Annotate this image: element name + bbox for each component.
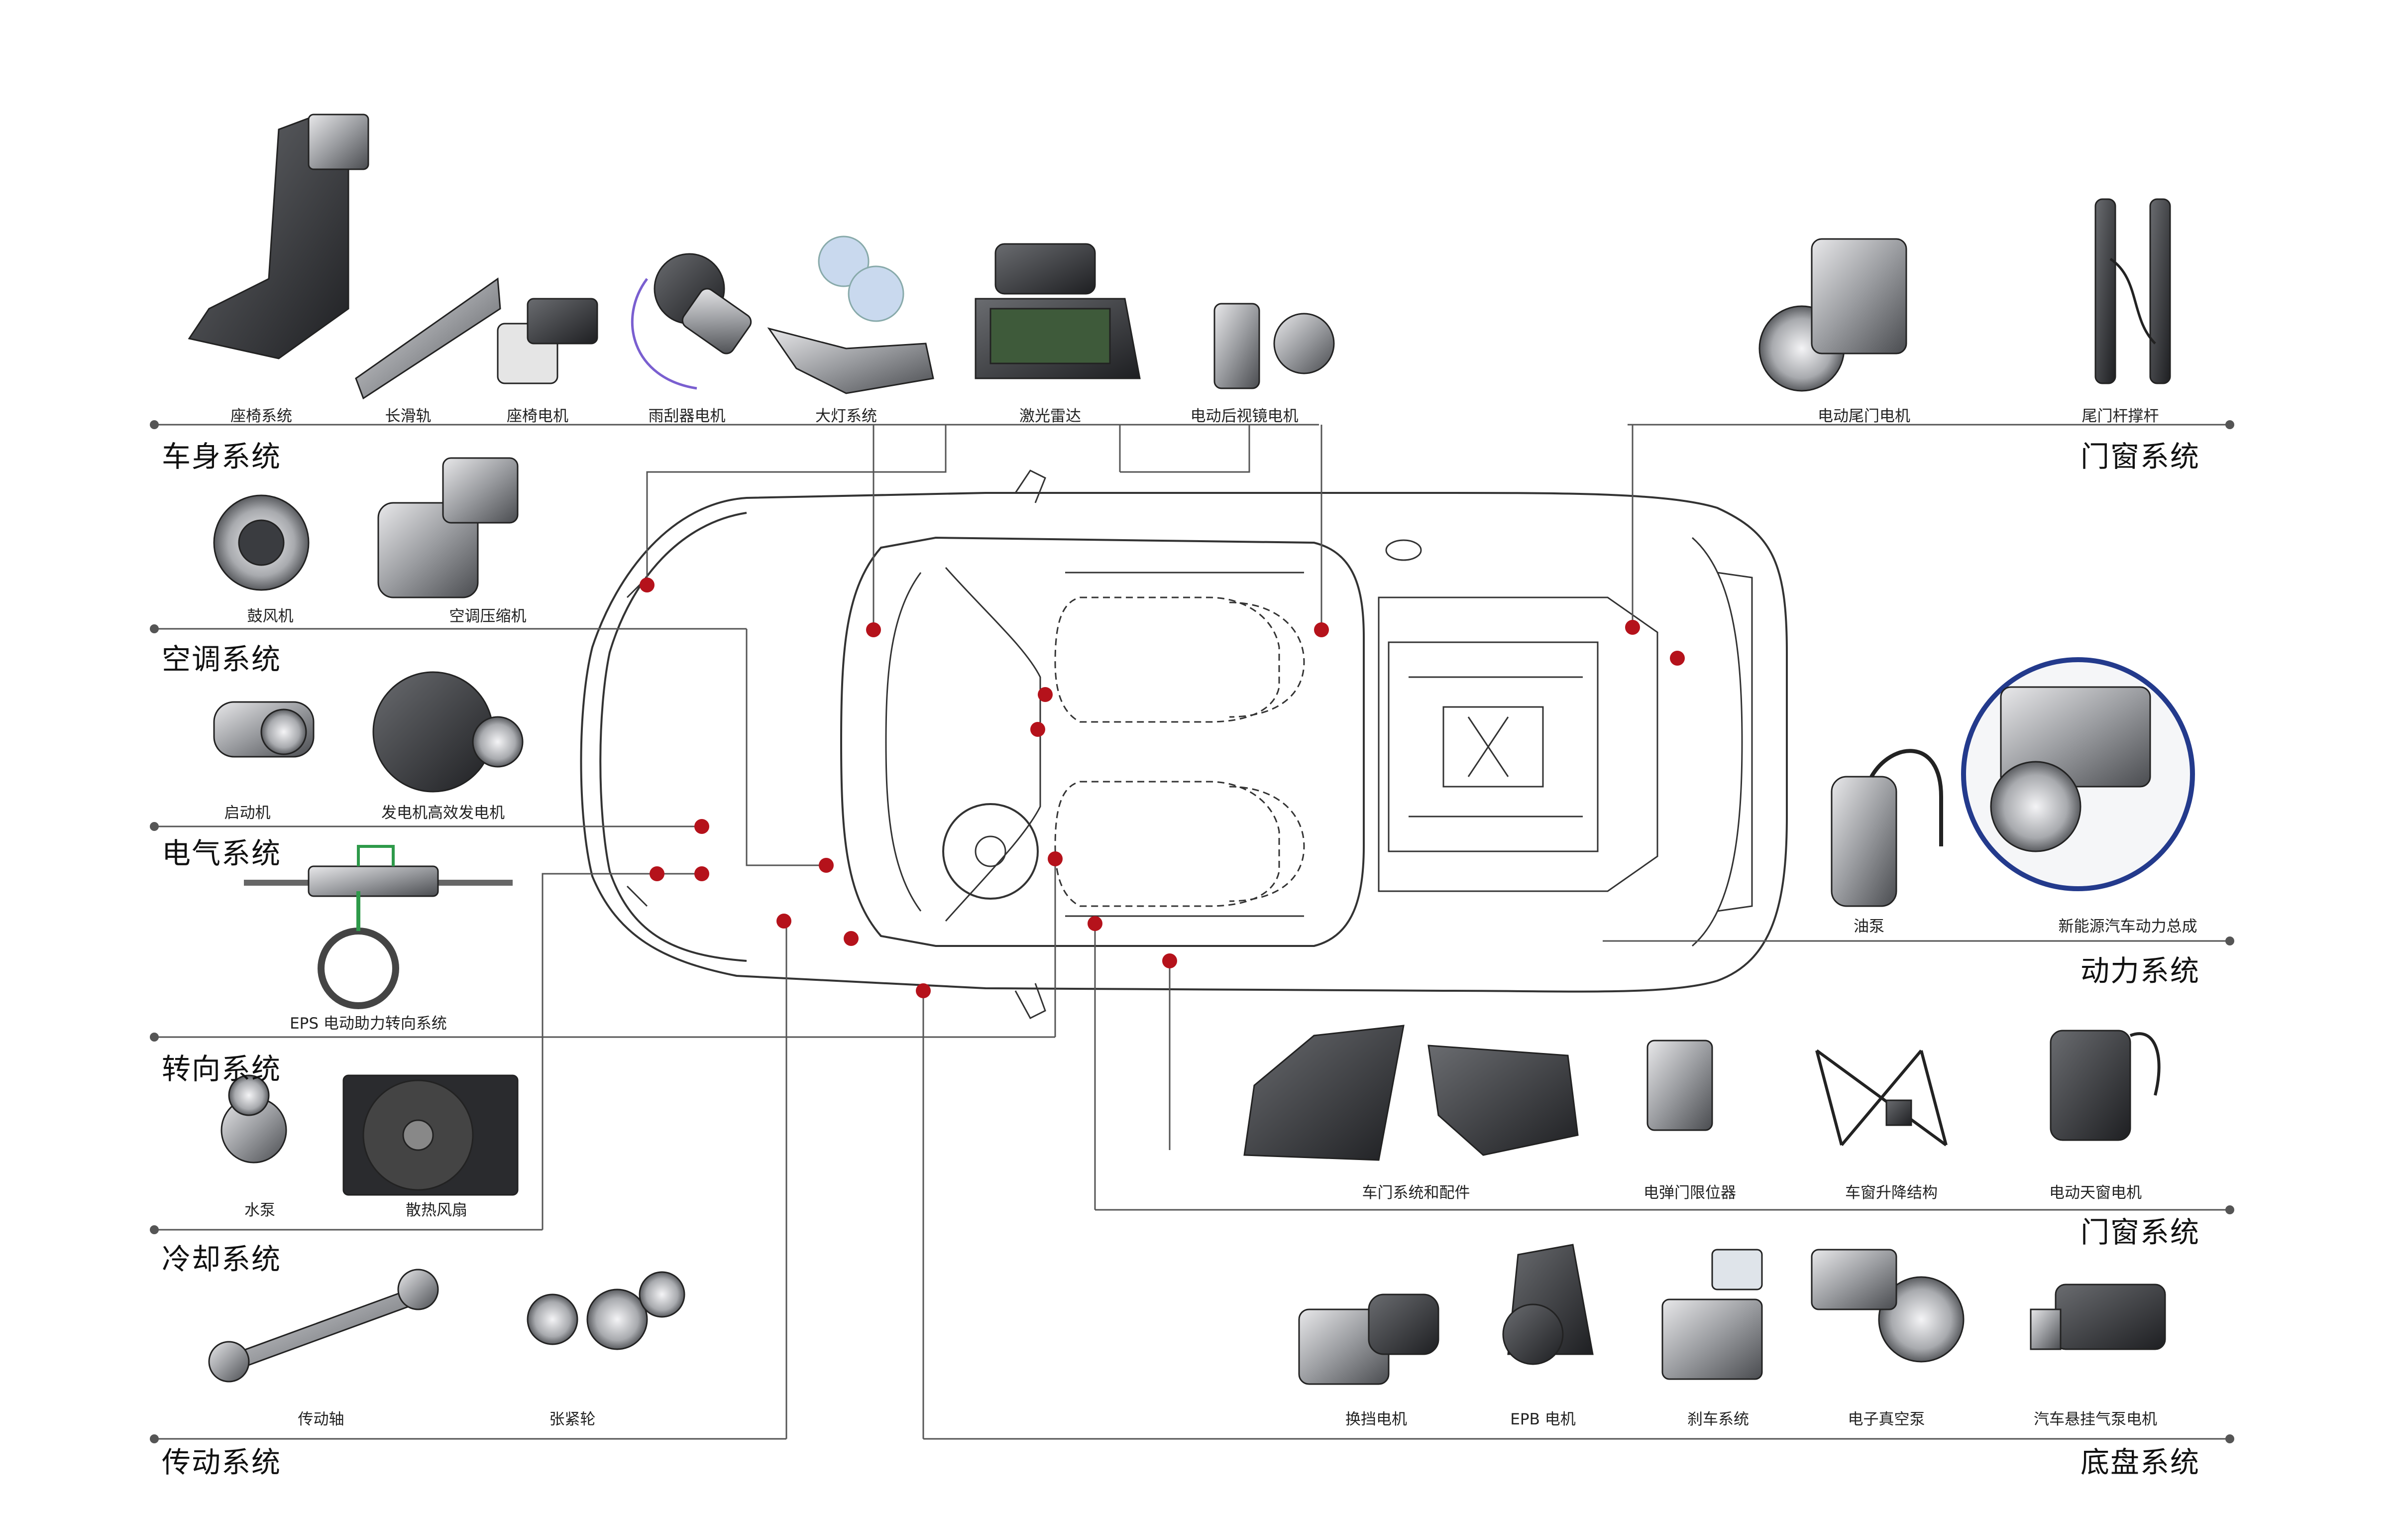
section-title-chassis: 底盘系统 xyxy=(2080,1445,2200,1479)
shift-motor-image xyxy=(1298,1293,1439,1385)
part-label-window-lifter: 车窗升降结构 xyxy=(1845,1184,1938,1202)
part-label-oil-pump: 油泵 xyxy=(1854,918,1884,935)
part-label-shift-motor: 换挡电机 xyxy=(1345,1410,1407,1428)
oil-pump-image xyxy=(1831,749,1943,907)
part-label-sunroof-motor: 电动天窗电机 xyxy=(2049,1184,2142,1202)
door-stopper-image xyxy=(1646,1040,1713,1131)
part-label-lidar: 激光雷达 xyxy=(1019,407,1081,425)
ac-compressor-image xyxy=(377,457,519,598)
part-label-epb-motor: EPB 电机 xyxy=(1510,1410,1576,1428)
part-label-door-system: 车门系统和配件 xyxy=(1362,1184,1470,1202)
section-title-door-window-top: 门窗系统 xyxy=(2080,440,2200,473)
part-label-vacuum-pump: 电子真空泵 xyxy=(1848,1410,1925,1428)
part-label-ev-powertrain: 新能源汽车动力总成 xyxy=(2058,918,2197,935)
door-system-image xyxy=(1243,1025,1579,1161)
drive-shaft-image xyxy=(208,1269,439,1383)
ev-powertrain-image xyxy=(1961,657,2195,891)
part-label-eps: EPS 电动助力转向系统 xyxy=(290,1015,447,1033)
air-suspension-image xyxy=(2030,1284,2166,1350)
window-lifter-image xyxy=(1815,1049,1948,1147)
sunroof-motor-image xyxy=(2050,1030,2161,1141)
headlamp-image xyxy=(767,235,934,394)
tailgate-strut-image xyxy=(2094,198,2171,384)
part-label-air-suspension: 汽车悬挂气泵电机 xyxy=(2034,1410,2157,1428)
part-location-dots xyxy=(640,578,1685,998)
alternator-image xyxy=(372,671,524,793)
part-label-drive-shaft: 传动轴 xyxy=(298,1410,344,1428)
part-label-wiper-motor: 雨刮器电机 xyxy=(648,407,726,425)
part-label-door-stopper: 电弹门限位器 xyxy=(1643,1184,1736,1202)
section-title-steering: 转向系统 xyxy=(162,1052,282,1086)
vacuum-pump-image xyxy=(1811,1249,1965,1363)
part-label-cooling-fan: 散热风扇 xyxy=(406,1201,467,1219)
part-label-tailgate-motor: 电动尾门电机 xyxy=(1818,407,1910,425)
part-label-seat-system: 座椅系统 xyxy=(230,407,292,425)
part-label-water-pump: 水泵 xyxy=(244,1201,275,1219)
long-rail-image xyxy=(355,277,501,400)
section-title-power: 动力系统 xyxy=(2080,954,2200,988)
part-label-long-rail: 长滑轨 xyxy=(385,407,432,425)
seat-system-image xyxy=(188,114,369,359)
section-title-cooling: 冷却系统 xyxy=(162,1242,282,1276)
wiper-motor-image xyxy=(631,253,752,390)
section-title-body: 车身系统 xyxy=(162,440,282,473)
section-title-transmission: 传动系统 xyxy=(162,1445,282,1479)
tailgate-motor-image xyxy=(1758,238,1907,392)
seat-motor-image xyxy=(497,298,598,384)
water-pump-image xyxy=(220,1074,287,1164)
part-label-seat-motor: 座椅电机 xyxy=(507,407,568,425)
lidar-image xyxy=(975,243,1141,379)
section-title-electrical: 电气系统 xyxy=(162,836,282,870)
part-label-ac-compressor: 空调压缩机 xyxy=(449,607,527,625)
section-title-door-window-mid: 门窗系统 xyxy=(2080,1215,2200,1249)
epb-motor-image xyxy=(1502,1244,1594,1365)
blower-image xyxy=(213,494,310,591)
part-label-tailgate-strut: 尾门杆撑杆 xyxy=(2081,407,2159,425)
starter-image xyxy=(213,701,315,758)
eps-image xyxy=(244,845,513,1009)
brake-system-image xyxy=(1661,1249,1763,1380)
part-label-mirror-motor: 电动后视镜电机 xyxy=(1190,407,1299,425)
connector-lines xyxy=(154,424,2230,1440)
car-top-view-sketch xyxy=(580,469,1788,1019)
part-label-tensioner: 张紧轮 xyxy=(549,1410,596,1428)
mirror-motor-image xyxy=(1213,303,1335,389)
cooling-fan-image xyxy=(342,1074,519,1196)
baseline-end-dots xyxy=(150,420,2234,1443)
part-label-brake-system: 刹车系统 xyxy=(1687,1410,1749,1428)
part-label-alternator: 发电机高效发电机 xyxy=(381,804,505,822)
part-label-headlamp: 大灯系统 xyxy=(815,407,877,425)
tensioner-image xyxy=(527,1271,685,1350)
part-label-starter: 启动机 xyxy=(224,804,271,822)
part-label-blower: 鼓风机 xyxy=(247,607,294,625)
section-title-hvac: 空调系统 xyxy=(162,642,282,676)
